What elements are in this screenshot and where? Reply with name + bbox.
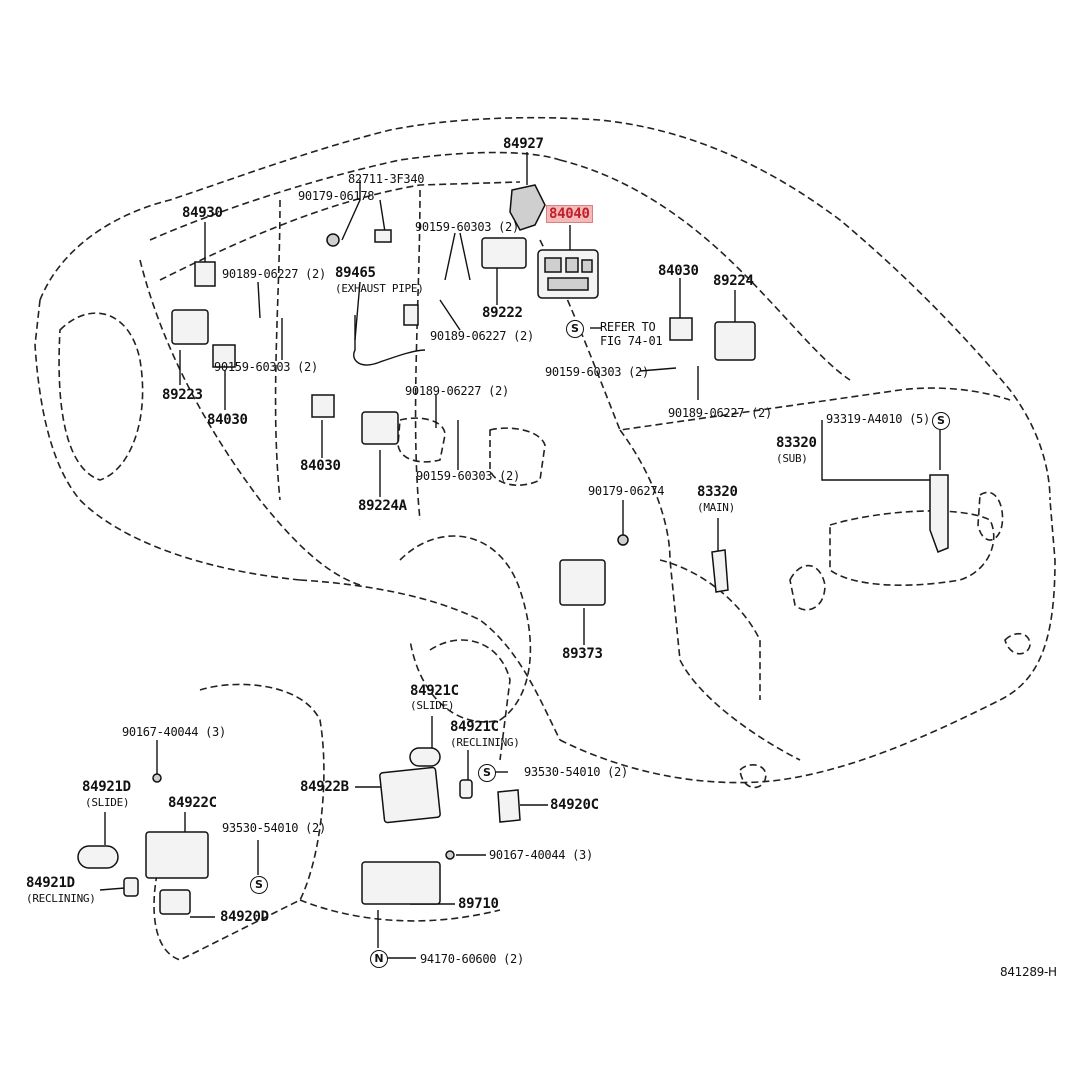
callout-90189-06227-mid[interactable]: 90189-06227 (2) <box>430 329 534 343</box>
callout-84921d-reclining[interactable]: 84921D <box>26 875 75 891</box>
callout-90179-06274[interactable]: 90179-06274 <box>588 484 665 498</box>
label-reclining-c: (RECLINING) <box>450 736 520 749</box>
part-89224 <box>714 321 756 361</box>
label-exhaust-pipe: (EXHAUST PIPE) <box>335 282 424 295</box>
part-89224a <box>361 411 399 445</box>
part-89222 <box>481 237 527 269</box>
callout-84922b[interactable]: 84922B <box>300 779 349 795</box>
part-84920c <box>497 789 521 823</box>
part-84927 <box>509 184 546 231</box>
car-body-outline <box>34 116 1056 961</box>
callout-83320-main[interactable]: 83320 <box>697 484 738 500</box>
callout-90179-06178[interactable]: 90179-06178 <box>298 189 375 203</box>
callout-84030-mid[interactable]: 84030 <box>300 458 341 474</box>
part-90179-06274 <box>617 534 629 546</box>
leader-lines <box>99 152 941 959</box>
callout-84030-front[interactable]: 84030 <box>207 412 248 428</box>
callout-94170-60600[interactable]: 94170-60600 (2) <box>420 952 524 966</box>
callout-84922c[interactable]: 84922C <box>168 795 217 811</box>
part-84030-rear <box>669 317 693 341</box>
part-89373 <box>559 559 606 606</box>
callout-84927[interactable]: 84927 <box>503 136 544 152</box>
label-slide-c: (SLIDE) <box>410 699 455 712</box>
callout-90189-06227-left[interactable]: 90189-06227 (2) <box>222 267 326 281</box>
callout-82711-3f340[interactable]: 82711-3F340 <box>348 172 425 186</box>
part-89465-wire <box>353 315 426 366</box>
callout-89465[interactable]: 89465 <box>335 265 376 281</box>
part-84040-key <box>544 257 562 273</box>
callout-90167-40044-front[interactable]: 90167-40044 (3) <box>122 725 226 739</box>
part-84922b <box>379 766 441 824</box>
part-90179-06178 <box>326 233 340 247</box>
symbol-s-93319: S <box>932 412 950 430</box>
callout-84930[interactable]: 84930 <box>182 205 223 221</box>
callout-89710[interactable]: 89710 <box>458 896 499 912</box>
callout-90159-60303-bottom[interactable]: 90159-60303 (2) <box>416 469 520 483</box>
symbol-s-93530-front: S <box>250 876 268 894</box>
part-82711 <box>374 229 392 243</box>
part-84040-key <box>565 257 579 273</box>
label-slide-d: (SLIDE) <box>85 796 130 809</box>
part-84040-key <box>581 259 593 273</box>
callout-84921c-slide[interactable]: 84921C <box>410 683 459 699</box>
part-89710 <box>361 861 441 905</box>
part-84921d-reclining <box>123 877 139 897</box>
callout-93530-54010-front[interactable]: 93530-54010 (2) <box>222 821 326 835</box>
callout-90189-06227-center[interactable]: 90189-06227 (2) <box>405 384 509 398</box>
callout-90159-60303-top[interactable]: 90159-60303 (2) <box>415 220 519 234</box>
callout-89373[interactable]: 89373 <box>562 646 603 662</box>
callout-89222[interactable]: 89222 <box>482 305 523 321</box>
callout-84920d[interactable]: 84920D <box>220 909 269 925</box>
part-84930 <box>194 261 216 287</box>
part-90167-rear <box>445 850 455 860</box>
label-main: (MAIN) <box>697 501 735 514</box>
callout-89224a[interactable]: 89224A <box>358 498 407 514</box>
symbol-s-93530-rear: S <box>478 764 496 782</box>
callout-90167-40044-rear[interactable]: 90167-40044 (3) <box>489 848 593 862</box>
part-83320-main <box>711 549 729 593</box>
part-90167-front <box>152 773 162 783</box>
label-sub: (SUB) <box>776 452 808 465</box>
callout-84040-highlighted[interactable]: 84040 <box>546 205 593 223</box>
part-89465-connector <box>403 304 419 326</box>
parts <box>77 184 949 915</box>
label-refer-to: REFER TO <box>600 320 656 334</box>
part-84030-front <box>212 344 236 368</box>
callout-89223[interactable]: 89223 <box>162 387 203 403</box>
callout-90159-60303-right[interactable]: 90159-60303 (2) <box>545 365 649 379</box>
part-84040-key <box>547 277 589 291</box>
part-84030-mid <box>311 394 335 418</box>
callout-83320-sub[interactable]: 83320 <box>776 435 817 451</box>
part-84922c <box>145 831 209 879</box>
label-reclining-d: (RECLINING) <box>26 892 96 905</box>
symbol-n-94170: N <box>370 950 388 968</box>
callout-90189-06227-right[interactable]: 90189-06227 (2) <box>668 406 772 420</box>
callout-93319-a4010[interactable]: 93319-A4010 (5) <box>826 412 930 426</box>
callout-90159-60303-left[interactable]: 90159-60303 (2) <box>214 360 318 374</box>
part-83320-sub <box>929 474 949 553</box>
part-84921c-reclining <box>459 779 473 799</box>
callout-93530-54010-rear[interactable]: 93530-54010 (2) <box>524 765 628 779</box>
part-84920d <box>159 889 191 915</box>
label-refer-fig[interactable]: FIG 74-01 <box>600 334 663 348</box>
part-84040-switch <box>537 249 599 299</box>
callout-89224[interactable]: 89224 <box>713 273 754 289</box>
part-84921d-slide <box>77 845 119 869</box>
part-89223 <box>171 309 209 345</box>
callout-84920c[interactable]: 84920C <box>550 797 599 813</box>
part-84921c-slide <box>409 747 441 767</box>
callout-84921d-slide[interactable]: 84921D <box>82 779 131 795</box>
diagram-id: 841289-H <box>1000 965 1057 979</box>
symbol-s-refer: S <box>566 320 584 338</box>
callout-84030-rear[interactable]: 84030 <box>658 263 699 279</box>
callout-84921c-reclining[interactable]: 84921C <box>450 719 499 735</box>
